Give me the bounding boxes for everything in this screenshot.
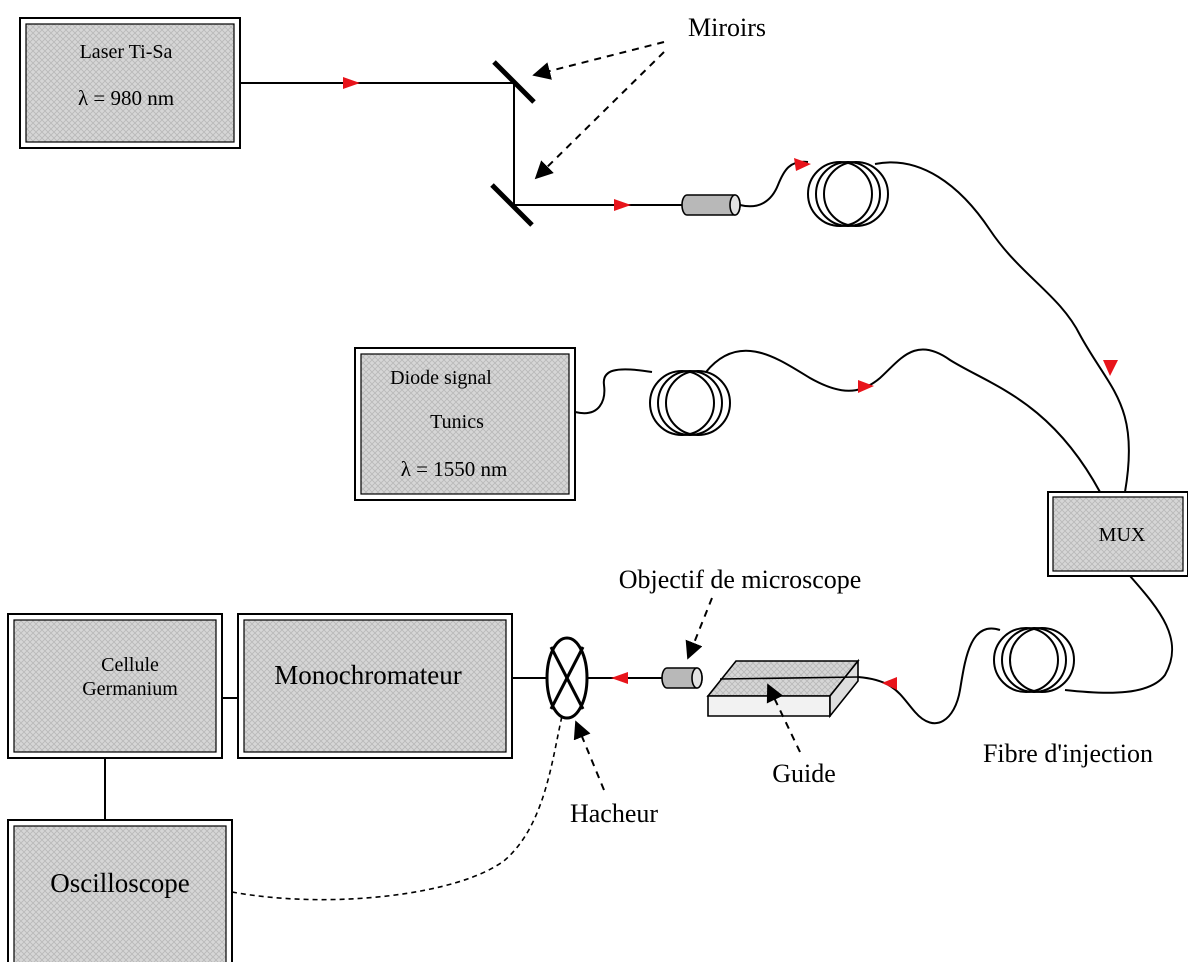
fiber-signal bbox=[574, 368, 653, 415]
beam-arrow bbox=[614, 199, 631, 211]
diode-box: Diode signal Tunics λ = 1550 nm bbox=[354, 347, 576, 501]
fibre-injection-label: Fibre d'injection bbox=[983, 739, 1153, 768]
miroirs-label: Miroirs bbox=[688, 13, 766, 42]
fiber-pump-to-mux bbox=[874, 161, 1130, 493]
guide-label: Guide bbox=[772, 759, 836, 788]
mirror-1 bbox=[492, 60, 536, 104]
monochromator-box: Monochromateur bbox=[237, 613, 513, 759]
fiber-signal-to-mux bbox=[705, 348, 1101, 493]
diode-name: Diode signal bbox=[390, 367, 492, 389]
oscilloscope-box: Oscilloscope bbox=[7, 819, 233, 962]
hacheur-pointer bbox=[573, 720, 605, 791]
mux-label: MUX bbox=[1099, 524, 1146, 546]
mux-box: MUX bbox=[1047, 491, 1188, 577]
miroirs-pointer-1 bbox=[532, 41, 665, 80]
objectif-label: Objectif de microscope bbox=[619, 565, 862, 594]
laser-name: Laser Ti-Sa bbox=[80, 41, 173, 63]
beam-arrow bbox=[882, 677, 897, 690]
fiber-injection bbox=[857, 627, 1001, 725]
fiber-coil-3 bbox=[993, 627, 1075, 693]
laser-wavelength: λ = 980 nm bbox=[78, 86, 174, 110]
beam-arrow bbox=[611, 672, 628, 684]
germanium-cell-box: Cellule Germanium bbox=[7, 613, 223, 759]
fiber-mux-out bbox=[1064, 575, 1174, 694]
beam-arrow bbox=[343, 77, 360, 89]
objectif-pointer bbox=[685, 597, 713, 660]
fiber-coil-1 bbox=[807, 161, 889, 227]
oscilloscope-label: Oscilloscope bbox=[50, 868, 189, 898]
beam-arrow bbox=[858, 380, 874, 393]
laser-box: Laser Ti-Sa λ = 980 nm bbox=[19, 17, 241, 149]
diode-model: Tunics bbox=[430, 411, 484, 433]
fiber-coupler bbox=[681, 194, 741, 216]
monochromator-label: Monochromateur bbox=[274, 660, 461, 690]
chopper-sync-line bbox=[231, 715, 563, 901]
microscope-objective bbox=[661, 667, 703, 689]
diode-wavelength: λ = 1550 nm bbox=[401, 457, 508, 481]
fiber-coil-2 bbox=[649, 370, 731, 436]
hacheur-label: Hacheur bbox=[570, 799, 658, 828]
cell-line-1: Cellule bbox=[101, 654, 159, 676]
cell-line-2: Germanium bbox=[82, 678, 178, 700]
beam-arrow bbox=[1103, 360, 1118, 376]
miroirs-pointer-2 bbox=[534, 51, 665, 180]
mirror-2 bbox=[490, 183, 534, 227]
chopper bbox=[545, 636, 589, 720]
waveguide-block bbox=[706, 658, 860, 719]
beam-arrow bbox=[794, 158, 811, 171]
